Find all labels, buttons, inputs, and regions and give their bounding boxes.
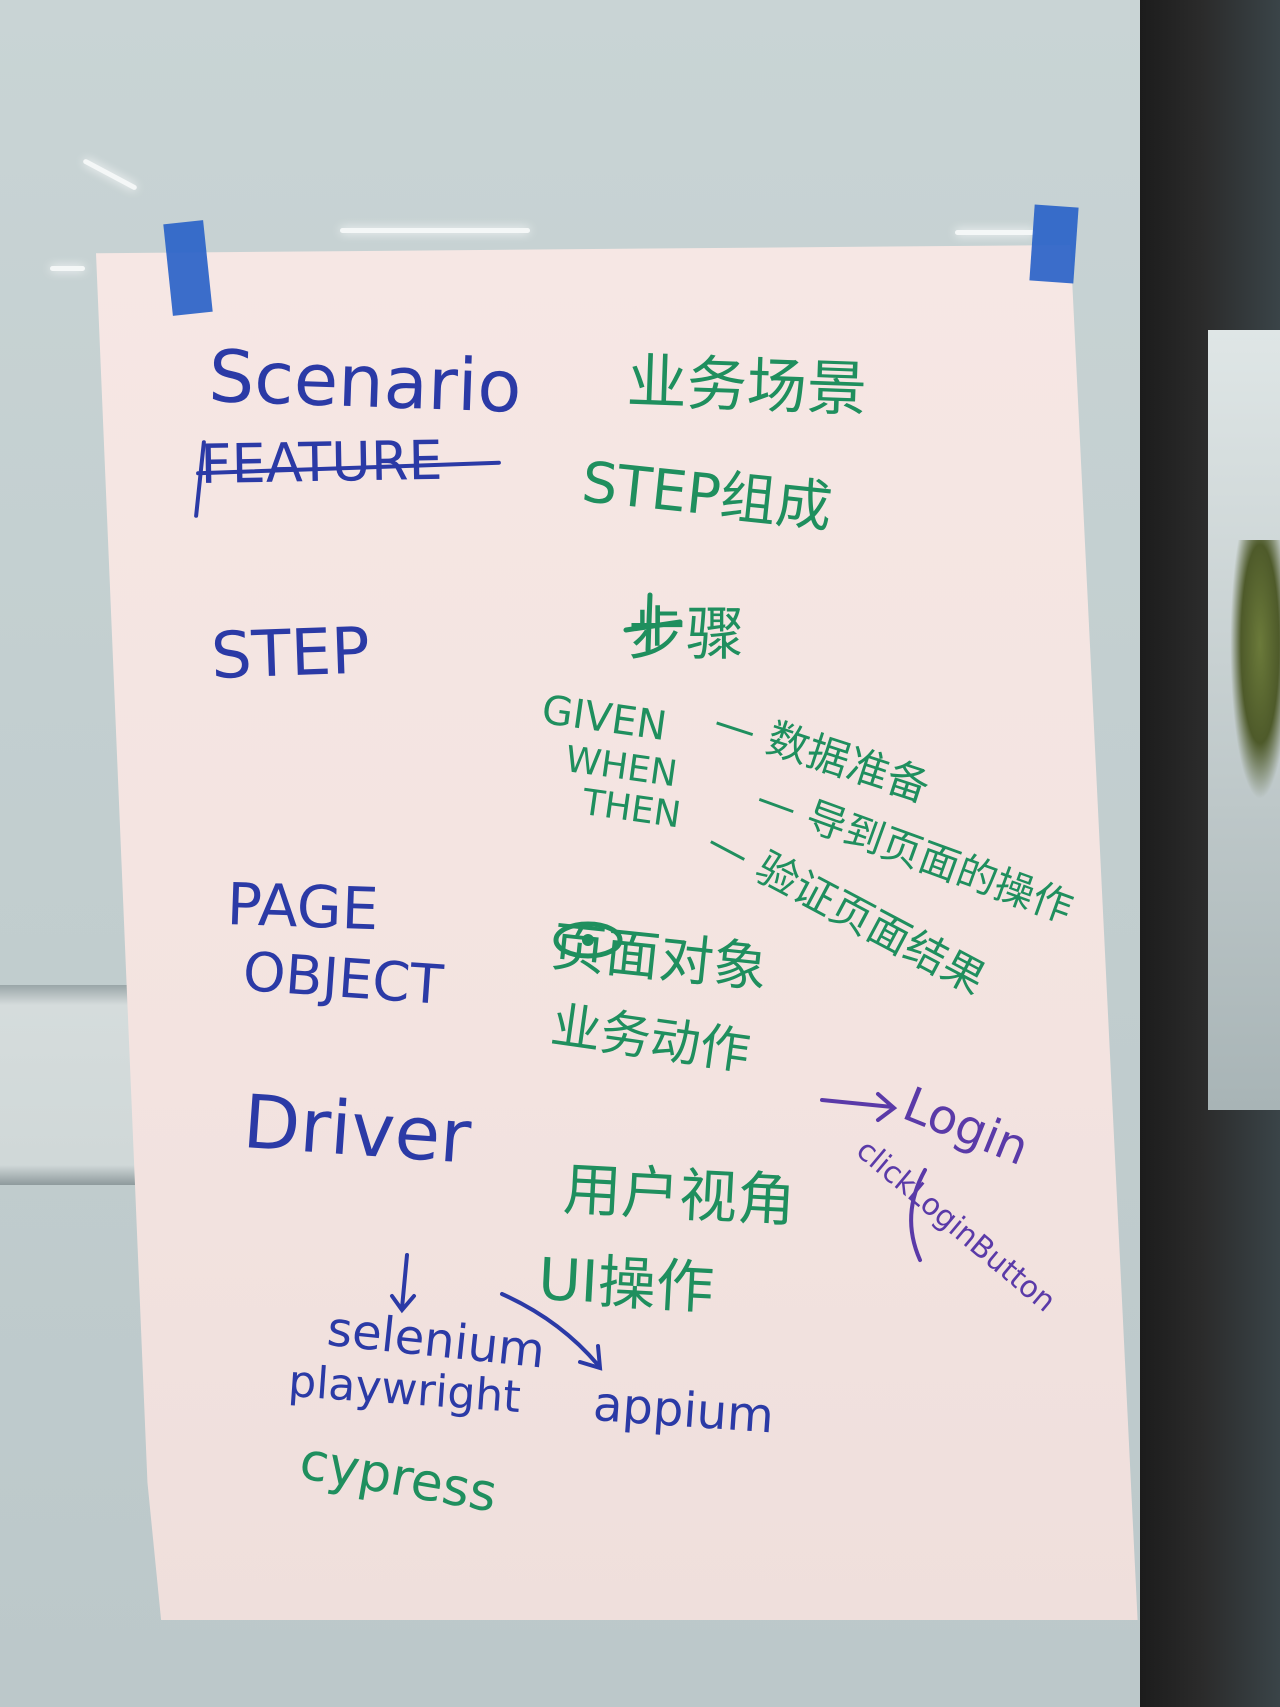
driver-note-1: 用户视角 (561, 1155, 797, 1236)
driver-note-2: UI操作 (536, 1245, 716, 1323)
tool-appium: appium (591, 1376, 776, 1445)
scenario-note: 业务场景 (625, 347, 869, 426)
driver-label: Driver (240, 1079, 474, 1181)
tape-right (1029, 204, 1079, 284)
step-note: 步骤 (628, 600, 745, 668)
ceiling-light (955, 230, 1035, 235)
page-label: PAGE (225, 870, 380, 944)
object-label: OBJECT (240, 940, 446, 1017)
ceiling-light (82, 158, 138, 191)
ceiling-light (340, 228, 530, 233)
tape-left (163, 220, 213, 316)
ceiling-light (50, 266, 85, 271)
plant (1230, 540, 1280, 800)
step-label: STEP (209, 614, 372, 694)
scenario-label: Scenario (207, 334, 524, 429)
feature-label: FEATURE (199, 428, 444, 496)
